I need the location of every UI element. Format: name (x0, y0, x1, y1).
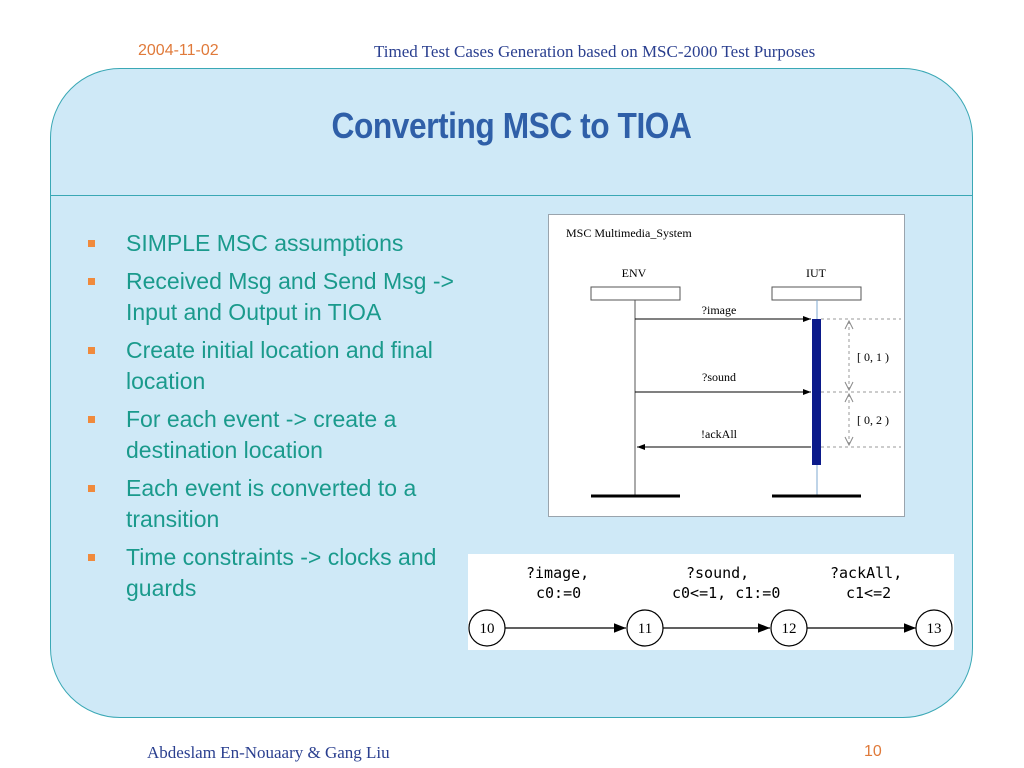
msc-diagram: MSC Multimedia_System ENV IUT ?image ?so… (548, 214, 905, 517)
constraint-label-1: [ 0, 1 ) (857, 350, 889, 364)
message-label-ackall: !ackAll (701, 427, 738, 441)
instance-head-iut (771, 286, 862, 301)
bullet-item: SIMPLE MSC assumptions (84, 228, 474, 259)
transition-event-2: ?sound, (686, 564, 749, 582)
state-label: 13 (927, 621, 942, 637)
tioa-diagram: ?image, c0:=0 ?sound, c0<=1, c1:=0 ?ackA… (468, 554, 954, 650)
state-label: 10 (480, 621, 495, 637)
msc-diagram-svg: MSC Multimedia_System ENV IUT ?image ?so… (566, 226, 901, 498)
transition-action-2: c0<=1, c1:=0 (672, 584, 780, 602)
instance-head-env (590, 286, 681, 301)
bullet-square-icon (88, 278, 95, 285)
bullet-text: Each event is converted to a transition (126, 475, 417, 532)
activation-bar (812, 319, 821, 465)
bullet-text: SIMPLE MSC assumptions (126, 230, 404, 256)
state-circle (626, 609, 664, 647)
instance-label-iut: IUT (806, 266, 827, 280)
bullet-text: Time constraints -> clocks and guards (126, 544, 437, 601)
tioa-diagram-svg: ?image, c0:=0 ?sound, c0<=1, c1:=0 ?ackA… (468, 564, 953, 647)
msc-name-label: MSC Multimedia_System (566, 226, 692, 240)
constraint-label-2: [ 0, 2 ) (857, 413, 889, 427)
state-label: 11 (638, 621, 652, 637)
transition-action-3: c1<=2 (846, 584, 891, 602)
footer-author: Abdeslam En-Nouaary & Gang Liu (147, 743, 390, 762)
state-circle (915, 609, 953, 647)
constraint-arrowhead (844, 436, 854, 447)
message-label-sound: ?sound (702, 370, 736, 384)
bullet-item: For each event -> create a destination l… (84, 404, 474, 466)
bullet-text: For each event -> create a destination l… (126, 406, 397, 463)
bullet-square-icon (88, 240, 95, 247)
instance-label-env: ENV (622, 266, 647, 280)
bullet-text: Received Msg and Send Msg -> Input and O… (126, 268, 454, 325)
transition-event-3: ?ackAll, (830, 564, 902, 582)
header-date: 2004-11-02 (138, 42, 219, 59)
bullet-item: Time constraints -> clocks and guards (84, 542, 474, 604)
constraint-arrowhead (844, 381, 854, 392)
title-divider (51, 195, 972, 196)
bullet-list: SIMPLE MSC assumptions Received Msg and … (84, 228, 474, 611)
bullet-square-icon (88, 416, 95, 423)
bullet-item: Create initial location and final locati… (84, 335, 474, 397)
bullet-square-icon (88, 554, 95, 561)
constraint-arrowhead (844, 319, 854, 330)
state-label: 12 (782, 621, 797, 637)
bullet-item: Received Msg and Send Msg -> Input and O… (84, 266, 474, 328)
message-label-image: ?image (702, 303, 737, 317)
constraint-arrowhead (844, 392, 854, 403)
state-circle (770, 609, 808, 647)
footer-page-number: 10 (864, 743, 882, 760)
bullet-text: Create initial location and final locati… (126, 337, 433, 394)
transition-action-1: c0:=0 (536, 584, 581, 602)
header-title: Timed Test Cases Generation based on MSC… (374, 42, 816, 61)
state-circle (468, 609, 506, 647)
slide-title: Converting MSC to TIOA (331, 105, 692, 146)
bullet-square-icon (88, 347, 95, 354)
transition-event-1: ?image, (526, 564, 589, 582)
bullet-item: Each event is converted to a transition (84, 473, 474, 535)
bullet-square-icon (88, 485, 95, 492)
